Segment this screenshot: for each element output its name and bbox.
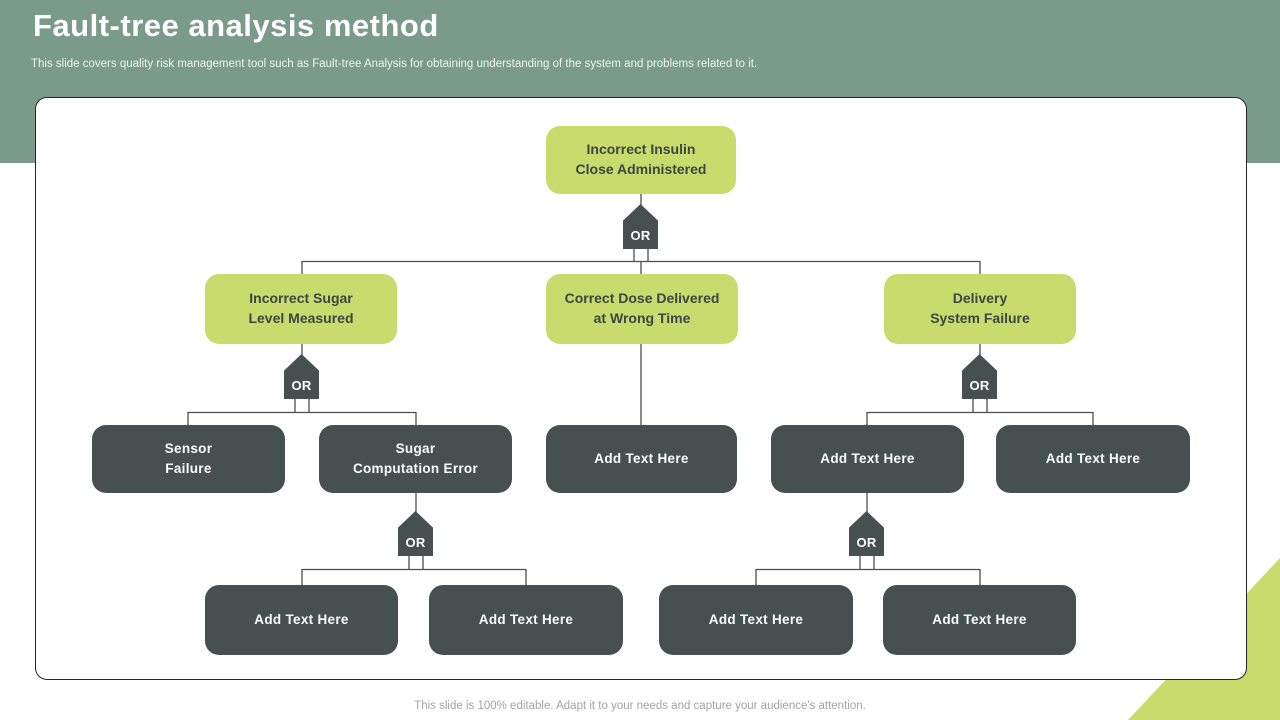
- or-gate-label: OR: [291, 378, 312, 393]
- node-label: Incorrect Sugar Level Measured: [248, 290, 354, 326]
- node-label: Add Text Here: [932, 612, 1027, 628]
- node-correct-dose-delivered-wrong-time: Correct Dose Delivered at Wrong Time: [546, 274, 738, 344]
- node-label: Add Text Here: [1045, 451, 1141, 467]
- node-label: Add Text Here: [708, 612, 804, 628]
- editable-note: This slide is 100% editable. Adapt it to…: [414, 700, 866, 712]
- or-gate-label: OR: [405, 535, 426, 550]
- node-sensor-failure: Sensor Failure: [92, 425, 285, 493]
- node-label: Add Text Here: [594, 451, 689, 467]
- node-label: Sensor Failure: [164, 441, 213, 476]
- diagram-canvas: Incorrect Insulin Close Administered OR …: [35, 97, 1247, 680]
- page-title: Fault-tree analysis method: [33, 8, 439, 43]
- node-label: Incorrect Insulin Close Administered: [575, 141, 707, 177]
- node-add-text-placeholder-l4-1[interactable]: Add Text Here: [205, 585, 398, 655]
- node-add-text-placeholder-delivery-left[interactable]: Add Text Here: [771, 425, 964, 493]
- node-add-text-placeholder-l4-3[interactable]: Add Text Here: [659, 585, 853, 655]
- slide-subtitle: This slide covers quality risk managemen…: [31, 58, 758, 70]
- node-incorrect-insulin-close-administered: Incorrect Insulin Close Administered: [546, 126, 736, 194]
- node-sugar-computation-error: Sugar Computation Error: [319, 425, 512, 493]
- node-label: Delivery System Failure: [930, 290, 1030, 326]
- node-label: Add Text Here: [820, 451, 915, 467]
- node-label: Add Text Here: [254, 612, 349, 628]
- or-gate-label: OR: [856, 535, 877, 550]
- or-gate-label: OR: [969, 378, 990, 393]
- node-add-text-placeholder-l4-2[interactable]: Add Text Here: [429, 585, 623, 655]
- node-label: Sugar Computation Error: [352, 441, 479, 476]
- node-add-text-placeholder-mid[interactable]: Add Text Here: [546, 425, 737, 493]
- node-add-text-placeholder-l4-4[interactable]: Add Text Here: [883, 585, 1076, 655]
- node-label: Add Text Here: [478, 612, 574, 628]
- or-gate-label: OR: [630, 228, 651, 243]
- node-incorrect-sugar-level-measured: Incorrect Sugar Level Measured: [205, 274, 397, 344]
- node-add-text-placeholder-delivery-right[interactable]: Add Text Here: [996, 425, 1190, 493]
- node-label: Correct Dose Delivered at Wrong Time: [564, 290, 720, 326]
- connector-lines: [187, 194, 1094, 586]
- node-delivery-system-failure: Delivery System Failure: [884, 274, 1076, 344]
